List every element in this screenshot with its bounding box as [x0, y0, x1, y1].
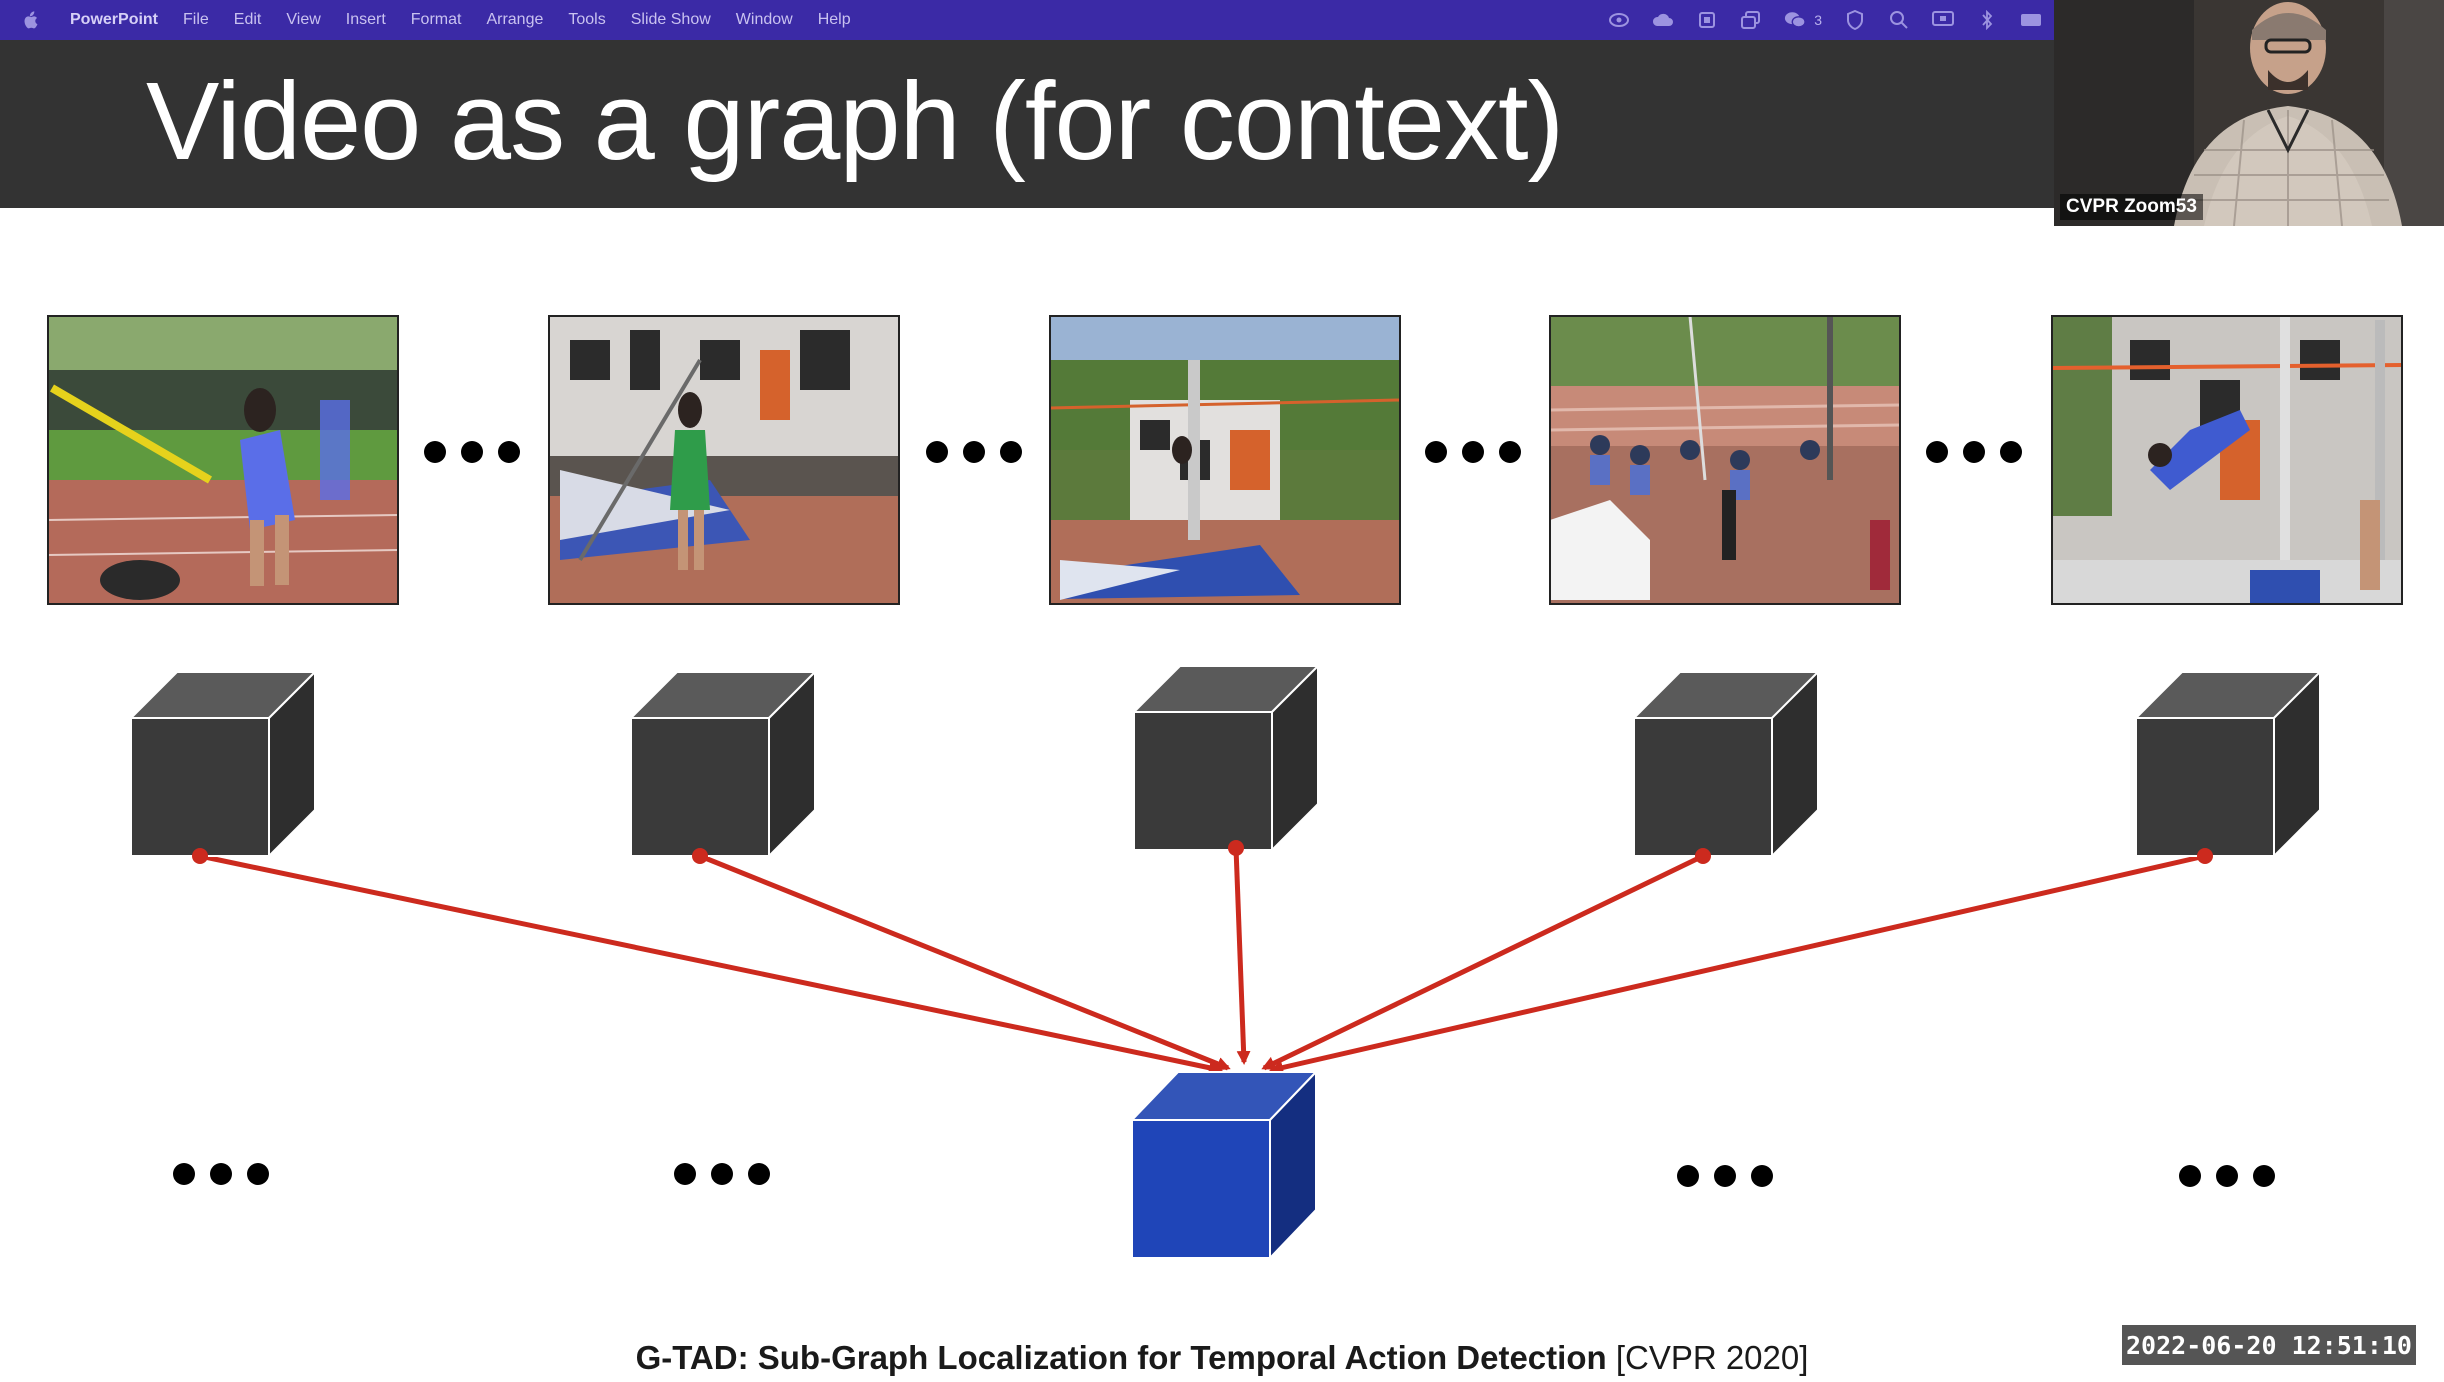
feature-cube-5: [2136, 672, 2320, 856]
ellipsis-between-frames-2: [926, 441, 1022, 463]
edge-4: [1264, 856, 1703, 1068]
edge-5: [1272, 856, 2205, 1070]
graph-edges: [200, 848, 2205, 1070]
target-cube: [1132, 1072, 1316, 1258]
video-frame-2: [549, 316, 899, 604]
citation-title: G-TAD: Sub-Graph Localization for Tempor…: [636, 1339, 1607, 1376]
feature-cube-1: [131, 672, 315, 856]
video-frame-5: [2052, 316, 2402, 604]
slide-citation: G-TAD: Sub-Graph Localization for Tempor…: [0, 1339, 2444, 1377]
ellipsis-bottom-3: [1677, 1165, 1773, 1187]
ellipsis-bottom-2: [674, 1163, 770, 1185]
ellipsis-bottom-4: [2179, 1165, 2275, 1187]
video-frame-1: [48, 316, 398, 604]
ellipsis-bottom-1: [173, 1163, 269, 1185]
feature-cube-3: [1134, 666, 1318, 850]
ellipsis-between-frames-3: [1425, 441, 1521, 463]
recording-timestamp: 2022-06-20 12:51:10: [2122, 1325, 2416, 1365]
video-frame-4: [1550, 316, 1900, 604]
edge-3: [1236, 848, 1244, 1062]
edge-2: [700, 856, 1228, 1068]
ellipsis-between-frames-1: [424, 441, 520, 463]
citation-venue: [CVPR 2020]: [1616, 1339, 1809, 1376]
ellipsis-between-frames-4: [1926, 441, 2022, 463]
feature-cube-4: [1634, 672, 1818, 856]
edge-1: [200, 856, 1220, 1070]
video-frame-3: [1050, 316, 1400, 604]
feature-cube-2: [631, 672, 815, 856]
